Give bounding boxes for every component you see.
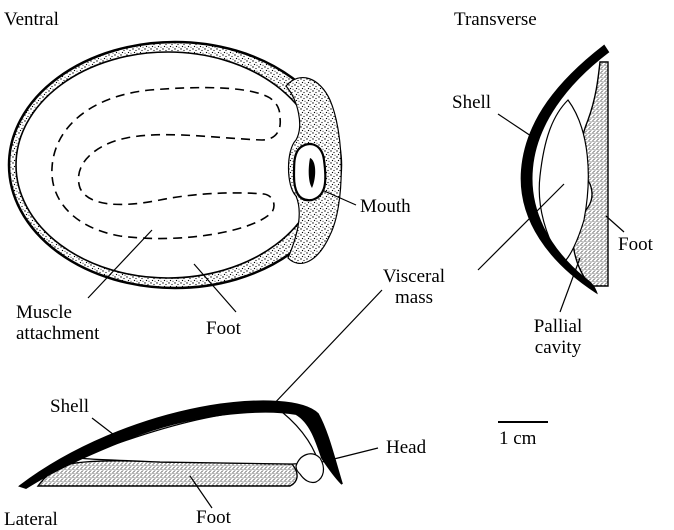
muscle-line1: Muscle	[16, 302, 99, 323]
muscle-attachment-label: Muscle attachment	[16, 302, 99, 344]
visceral-line2: mass	[372, 287, 456, 308]
ventral-view-title: Ventral	[4, 9, 59, 30]
foot-lateral-label: Foot	[196, 507, 231, 528]
foot-transverse-label: Foot	[618, 234, 653, 255]
shell-transverse-leader	[498, 114, 534, 138]
lateral-foot	[38, 461, 297, 486]
visceral-leader-lateral	[270, 290, 382, 408]
foot-ventral-label: Foot	[206, 318, 241, 339]
lateral-head	[296, 454, 323, 483]
lateral-view-title: Lateral	[4, 509, 58, 530]
pallial-cavity-label: Pallial cavity	[518, 316, 598, 358]
transverse-view-title: Transverse	[454, 9, 537, 30]
lateral-view	[20, 401, 378, 508]
muscle-line2: attachment	[16, 323, 99, 344]
visceral-mass-label: Visceral mass	[372, 266, 456, 308]
pallial-line1: Pallial	[518, 316, 598, 337]
shell-lateral-leader	[92, 418, 118, 438]
scale-bar-label: 1 cm	[499, 428, 536, 449]
mouth-label: Mouth	[360, 196, 411, 217]
shell-transverse-label: Shell	[452, 92, 491, 113]
ventral-view	[9, 42, 356, 312]
shell-lateral-label: Shell	[50, 396, 89, 417]
ventral-foot	[16, 52, 320, 278]
head-label: Head	[386, 437, 426, 458]
pallial-line2: cavity	[518, 337, 598, 358]
visceral-line1: Visceral	[372, 266, 456, 287]
